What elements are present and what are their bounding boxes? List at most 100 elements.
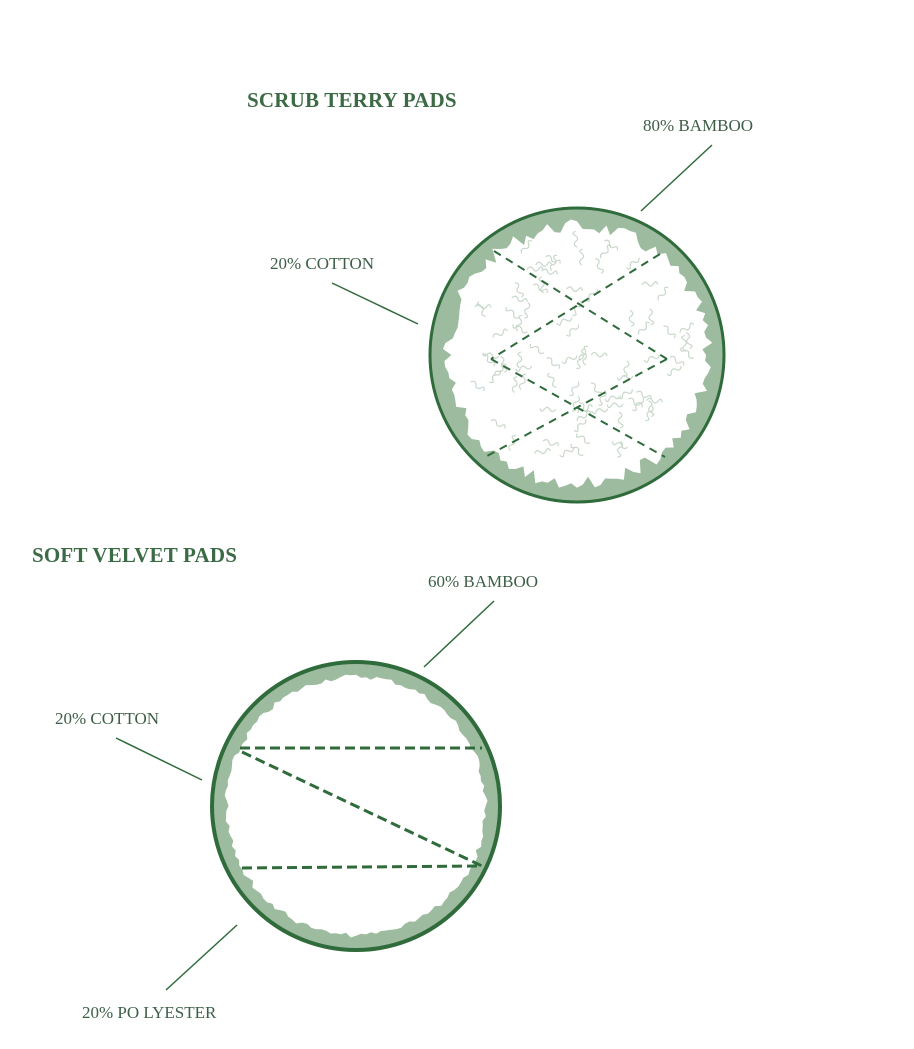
terry-loop xyxy=(508,435,516,452)
terry-loop xyxy=(628,309,635,327)
terry-loop xyxy=(617,411,624,429)
terry-loop xyxy=(516,351,523,369)
terry-loop xyxy=(547,372,557,388)
velvet-bamboo-leader xyxy=(423,600,495,668)
velvet-stitch-lines xyxy=(240,746,483,870)
terry-loop xyxy=(549,254,558,271)
terry-loop xyxy=(604,239,619,251)
terry-loop xyxy=(595,257,604,274)
terry-loop xyxy=(515,314,523,332)
terry-loop xyxy=(541,268,559,275)
terry-loop xyxy=(643,354,660,363)
terry-loop xyxy=(648,400,655,418)
terry-loop xyxy=(680,347,694,359)
terry-loop xyxy=(538,276,545,294)
scrub-bamboo-label: 80% BAMBOO xyxy=(643,116,754,135)
velvet-leader-lines xyxy=(115,600,495,991)
terry-loop xyxy=(612,441,629,450)
terry-loop xyxy=(539,406,557,413)
terry-loop xyxy=(515,365,533,372)
terry-loop-texture xyxy=(470,230,695,458)
terry-loop xyxy=(520,240,533,254)
terry-loop xyxy=(518,373,527,390)
scrub-stitch-lines xyxy=(486,250,668,458)
terry-loop xyxy=(542,439,559,447)
terry-loop xyxy=(686,332,693,350)
terry-loop xyxy=(669,355,685,366)
terry-loop xyxy=(482,352,499,359)
terry-loop xyxy=(645,397,663,404)
terry-loop xyxy=(489,369,501,384)
terry-loop xyxy=(565,324,580,337)
terry-loop xyxy=(648,308,655,326)
terry-loop xyxy=(641,281,659,287)
terry-loop xyxy=(572,230,579,248)
terry-loop xyxy=(505,306,519,319)
scrub-cotton-leader xyxy=(331,282,419,325)
terry-loop xyxy=(590,382,603,397)
terry-loop xyxy=(598,390,607,406)
terry-loop xyxy=(606,402,624,409)
terry-loop xyxy=(591,408,609,415)
velvet-cotton-leader xyxy=(115,737,203,781)
terry-loop xyxy=(578,345,588,361)
terry-loop xyxy=(511,376,518,393)
terry-loop xyxy=(546,357,561,369)
terry-loop xyxy=(559,447,575,458)
terry-loop xyxy=(590,351,608,358)
scrub-terry-pad xyxy=(428,206,726,504)
terry-loop xyxy=(657,286,669,301)
terry-loop xyxy=(578,248,585,266)
velvet-cotton-label: 20% COTTON xyxy=(55,709,160,728)
terry-loop xyxy=(492,328,509,338)
terry-loop xyxy=(679,322,695,333)
terry-loop xyxy=(617,389,634,400)
scrub-bamboo-leader xyxy=(640,144,713,212)
terry-loop xyxy=(494,363,507,377)
terry-loop xyxy=(632,397,645,412)
terry-loop xyxy=(490,419,506,429)
terry-loop xyxy=(579,402,592,416)
velvet-polyester-leader xyxy=(165,924,238,991)
terry-loop xyxy=(569,381,580,397)
terry-loop xyxy=(470,380,485,392)
terry-loop xyxy=(576,353,584,370)
terry-loop xyxy=(532,283,548,293)
terry-loop xyxy=(604,395,622,403)
terry-loop xyxy=(571,395,580,412)
terry-loop xyxy=(573,419,587,432)
terry-loop xyxy=(512,324,528,334)
terry-loop xyxy=(526,266,544,272)
terry-loop xyxy=(561,355,578,365)
terry-loop xyxy=(599,244,612,259)
terry-loop xyxy=(616,441,624,458)
terry-loop xyxy=(566,286,584,292)
terry-loop xyxy=(535,261,553,267)
terry-loop xyxy=(534,447,551,455)
terry-loop xyxy=(529,343,545,355)
scrub-cotton-label: 20% COTTON xyxy=(270,254,375,273)
terry-loop xyxy=(556,317,573,326)
terry-loop xyxy=(500,356,508,373)
terry-loop xyxy=(623,360,630,377)
terry-loop xyxy=(545,255,561,264)
terry-loop xyxy=(626,257,640,270)
velvet-polyester-label: 20% PO LYESTER xyxy=(82,1003,217,1022)
terry-loop xyxy=(666,365,682,377)
soft-velvet-pad xyxy=(210,660,502,952)
scrub-leader-lines xyxy=(331,144,713,325)
terry-loop xyxy=(636,390,652,400)
terry-loop xyxy=(681,334,687,352)
terry-loop xyxy=(637,321,651,335)
soft-velvet-title: SOFT VELVET PADS xyxy=(32,543,238,567)
scrub-terry-title: SCRUB TERRY PADS xyxy=(247,88,457,112)
terry-loop xyxy=(663,325,676,339)
scrub-pad-terry-surface xyxy=(443,219,713,488)
terry-loop xyxy=(483,353,496,367)
velvet-bamboo-label: 60% BAMBOO xyxy=(428,572,539,591)
terry-loop xyxy=(581,348,587,366)
terry-loop xyxy=(476,301,486,317)
terry-loop xyxy=(575,433,591,444)
terry-loop xyxy=(524,302,531,319)
terry-loop xyxy=(616,374,634,381)
